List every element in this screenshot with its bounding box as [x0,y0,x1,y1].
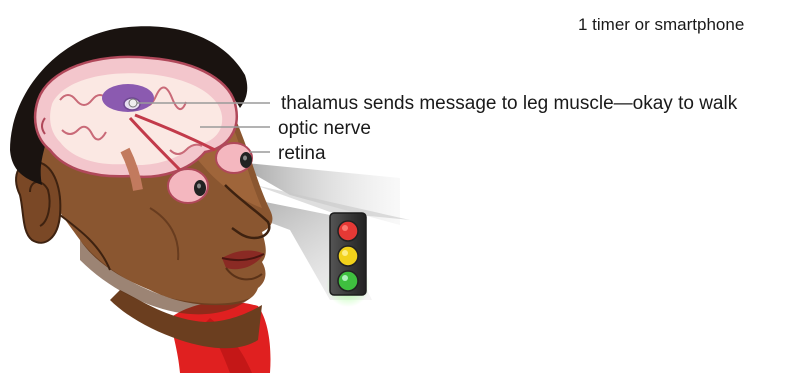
eye-right [216,143,252,173]
thalamus-label: thalamus sends message to leg muscle—oka… [281,93,737,115]
traffic-light-icon [326,213,370,307]
traffic-light-red [338,221,358,241]
optic-nerve-label: optic nerve [278,118,371,140]
retina-label: retina [278,143,326,165]
eye-left [168,169,208,203]
traffic-light-green [338,271,358,291]
traffic-light-yellow [338,246,358,266]
materials-label: 1 timer or smartphone [578,14,744,36]
